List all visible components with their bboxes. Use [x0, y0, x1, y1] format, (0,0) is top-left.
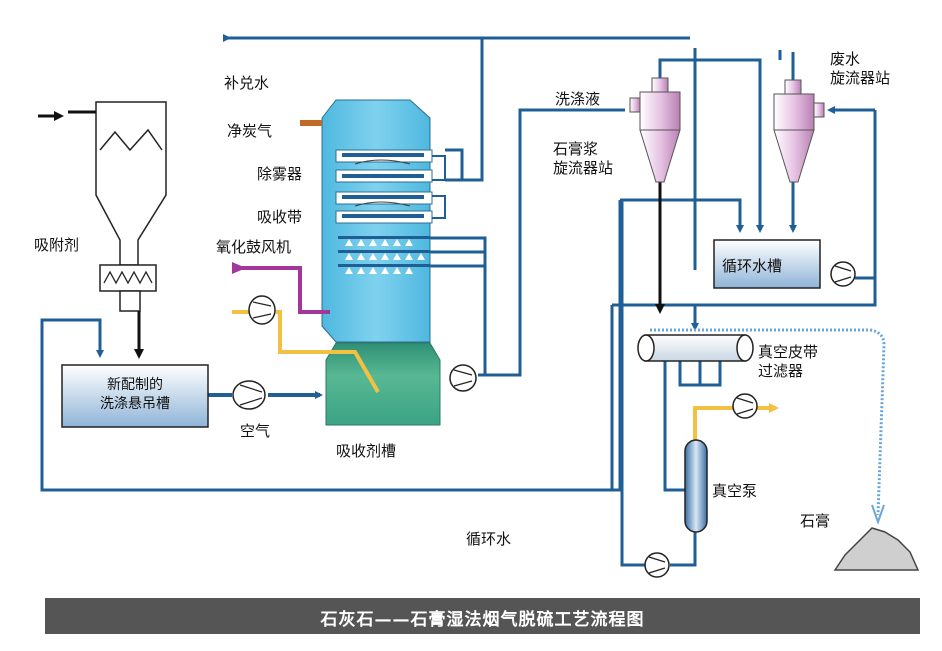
clean-gas-outlet — [300, 120, 322, 126]
label-clean-flue-gas: 净炭气 — [227, 122, 273, 140]
air-compressor-pump — [248, 295, 276, 325]
circulating-pump — [830, 261, 856, 287]
label-wastewater-cyclone: 废水 旋流器站 — [830, 50, 891, 87]
gypsum-cyclone — [629, 77, 681, 183]
label-demister: 除雾器 — [257, 165, 303, 183]
vacuum-pump — [684, 439, 708, 533]
label-wash-liquid: 洗涤液 — [555, 90, 601, 108]
label-oxidation-blower: 氧化鼓风机 — [216, 238, 292, 256]
label-circulating-water: 循环水 — [466, 530, 512, 548]
wastewater-cyclone — [773, 79, 825, 183]
label-makeup-water: 补兑水 — [224, 74, 270, 92]
label-air: 空气 — [240, 422, 271, 440]
diagram-title: 石灰石——石膏湿法烟气脱硫工艺流程图 — [320, 610, 645, 630]
gypsum-conveyor — [650, 328, 886, 516]
makeup-to-demister-pipe — [445, 38, 484, 182]
exhaust-pump — [732, 393, 758, 419]
absorbent-tank — [325, 342, 441, 426]
label-fresh-slurry-tank: 新配制的 洗涤悬吊槽 — [100, 377, 170, 412]
wash-liquid-pipe — [478, 108, 625, 377]
absorbent-silo — [38, 101, 167, 359]
circulating-water-tank — [713, 239, 821, 289]
gypsum-pile — [833, 527, 920, 571]
label-vacuum-belt-filter: 真空皮带 过滤器 — [758, 343, 819, 380]
label-gypsum-slurry-cyclone: 石膏浆 旋流器站 — [553, 140, 614, 177]
label-vacuum-pump: 真空泵 — [712, 482, 758, 500]
label-absorption-zone: 吸收带 — [257, 208, 303, 226]
label-gypsum: 石膏 — [800, 512, 831, 530]
tank-recirc-pump — [449, 364, 477, 392]
blue-pipe-network — [40, 34, 877, 567]
label-absorbent: 吸附剂 — [34, 236, 80, 254]
oxidation-air-pipe — [232, 266, 330, 314]
air-pump — [232, 380, 266, 410]
absorber-tower — [321, 99, 446, 343]
title-bar: 石灰石——石膏湿法烟气脱硫工艺流程图 — [45, 598, 920, 634]
fresh-slurry-tank — [61, 364, 209, 428]
vacuum-belt-filter — [637, 334, 754, 362]
label-absorbent-tank: 吸收剂槽 — [336, 442, 397, 460]
label-circulating-water-tank: 循环水槽 — [722, 257, 783, 275]
recirc-pipe-1 — [430, 236, 487, 375]
bottom-pump — [644, 552, 670, 578]
